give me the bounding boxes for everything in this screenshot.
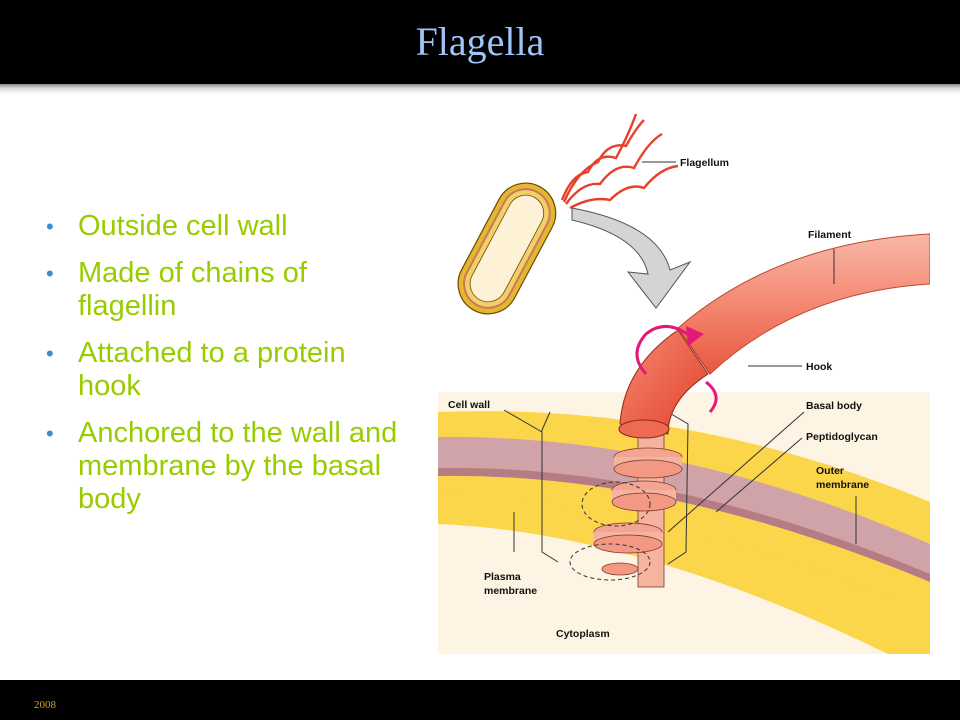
label-plasma-membrane: Plasma — [484, 571, 521, 583]
label-peptidoglycan: Peptidoglycan — [806, 431, 878, 443]
label-hook: Hook — [806, 361, 832, 373]
bacterium — [457, 182, 557, 315]
title-divider — [0, 84, 960, 94]
bullet-text: Anchored to the wall and membrane by the… — [78, 417, 398, 515]
rotation-arrow — [635, 325, 718, 413]
bullet-text: Attached to a protein hook — [78, 337, 346, 402]
bullet-dot-icon: • — [46, 214, 54, 239]
label-outer-membrane: membrane — [816, 479, 869, 491]
bullet-text: Outside cell wall — [78, 210, 288, 242]
title-bar — [0, 0, 960, 84]
bullet-item: • Made of chains of flagellin — [40, 257, 410, 323]
bullet-text: Made of chains of flagellin — [78, 257, 307, 322]
cell-envelope — [438, 392, 930, 654]
bullet-dot-icon: • — [46, 261, 54, 286]
flagellum-diagram: Flagellum Filament Hook Basal body Pepti… — [438, 113, 930, 654]
label-outer-membrane: Outer — [816, 465, 844, 477]
slide-title: Flagella — [415, 19, 545, 64]
bullet-item: • Attached to a protein hook — [40, 337, 410, 403]
label-basal-body: Basal body — [806, 400, 862, 412]
zoom-arrow — [571, 207, 692, 309]
label-cytoplasm: Cytoplasm — [556, 628, 610, 640]
label-leaders — [503, 161, 857, 552]
footer-bar — [0, 680, 960, 720]
label-flagellum: Flagellum — [680, 157, 729, 169]
label-filament: Filament — [808, 229, 852, 241]
label-plasma-membrane: membrane — [484, 585, 537, 597]
bullet-dot-icon: • — [46, 341, 54, 366]
basal-body — [541, 411, 689, 588]
bullet-dot-icon: • — [46, 421, 54, 446]
filament — [677, 233, 930, 375]
label-cell-wall: Cell wall — [448, 399, 490, 411]
bullet-list: • Outside cell wall • Made of chains of fl… — [40, 210, 410, 530]
bullet-item: • Outside cell wall — [40, 210, 410, 243]
bullet-item: • Anchored to the wall and membrane by th… — [40, 417, 410, 516]
flagella-strands — [560, 113, 679, 210]
footer-year: 2008 — [34, 699, 56, 711]
